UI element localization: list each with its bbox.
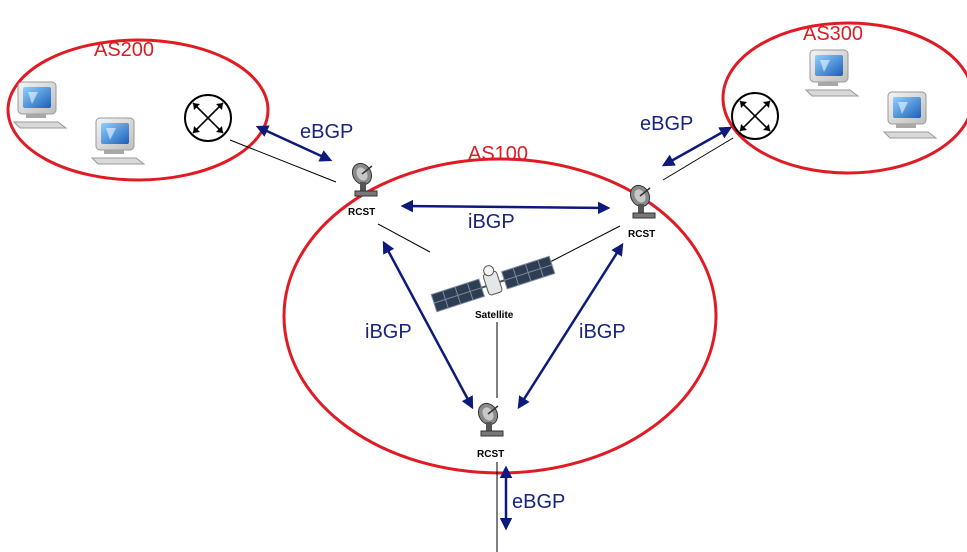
router-icon [731,92,779,140]
satellite-label: Satellite [475,310,514,321]
rcst-right-label: RCST [628,229,655,240]
ibgp-left-label: iBGP [365,321,412,343]
ebgp-right-arrow [661,126,733,167]
as300-boundary [721,21,967,175]
as100-label: AS100 [468,143,528,165]
ebgp-right-label: eBGP [640,113,693,135]
computer-icon [883,91,937,139]
link-rcst-right-satellite [549,225,621,263]
as200-label: AS200 [94,39,154,61]
ebgp-left-arrow [255,125,333,162]
satellite-dish-icon [625,181,656,219]
rcst-left-label: RCST [348,207,375,218]
ibgp-left-arrow [382,240,474,410]
ibgp-top-label: iBGP [468,211,515,233]
router-icon [184,94,232,142]
satellite-dish-icon [347,159,378,197]
link-router200-rcst-left [229,139,337,183]
ibgp-right-arrow [517,242,624,410]
ebgp-left-label: eBGP [300,121,353,143]
satellite-icon [430,255,556,313]
computer-icon [13,81,67,129]
ebgp-bottom-label: eBGP [512,491,565,513]
satellite-dish-icon [473,399,504,437]
as200-boundary [6,38,270,182]
as300-label: AS300 [803,23,863,45]
computer-icon [91,117,145,165]
rcst-bottom-label: RCST [477,449,504,460]
ibgp-top-arrow [400,199,611,215]
ibgp-right-label: iBGP [579,321,626,343]
computer-icon [805,49,859,97]
